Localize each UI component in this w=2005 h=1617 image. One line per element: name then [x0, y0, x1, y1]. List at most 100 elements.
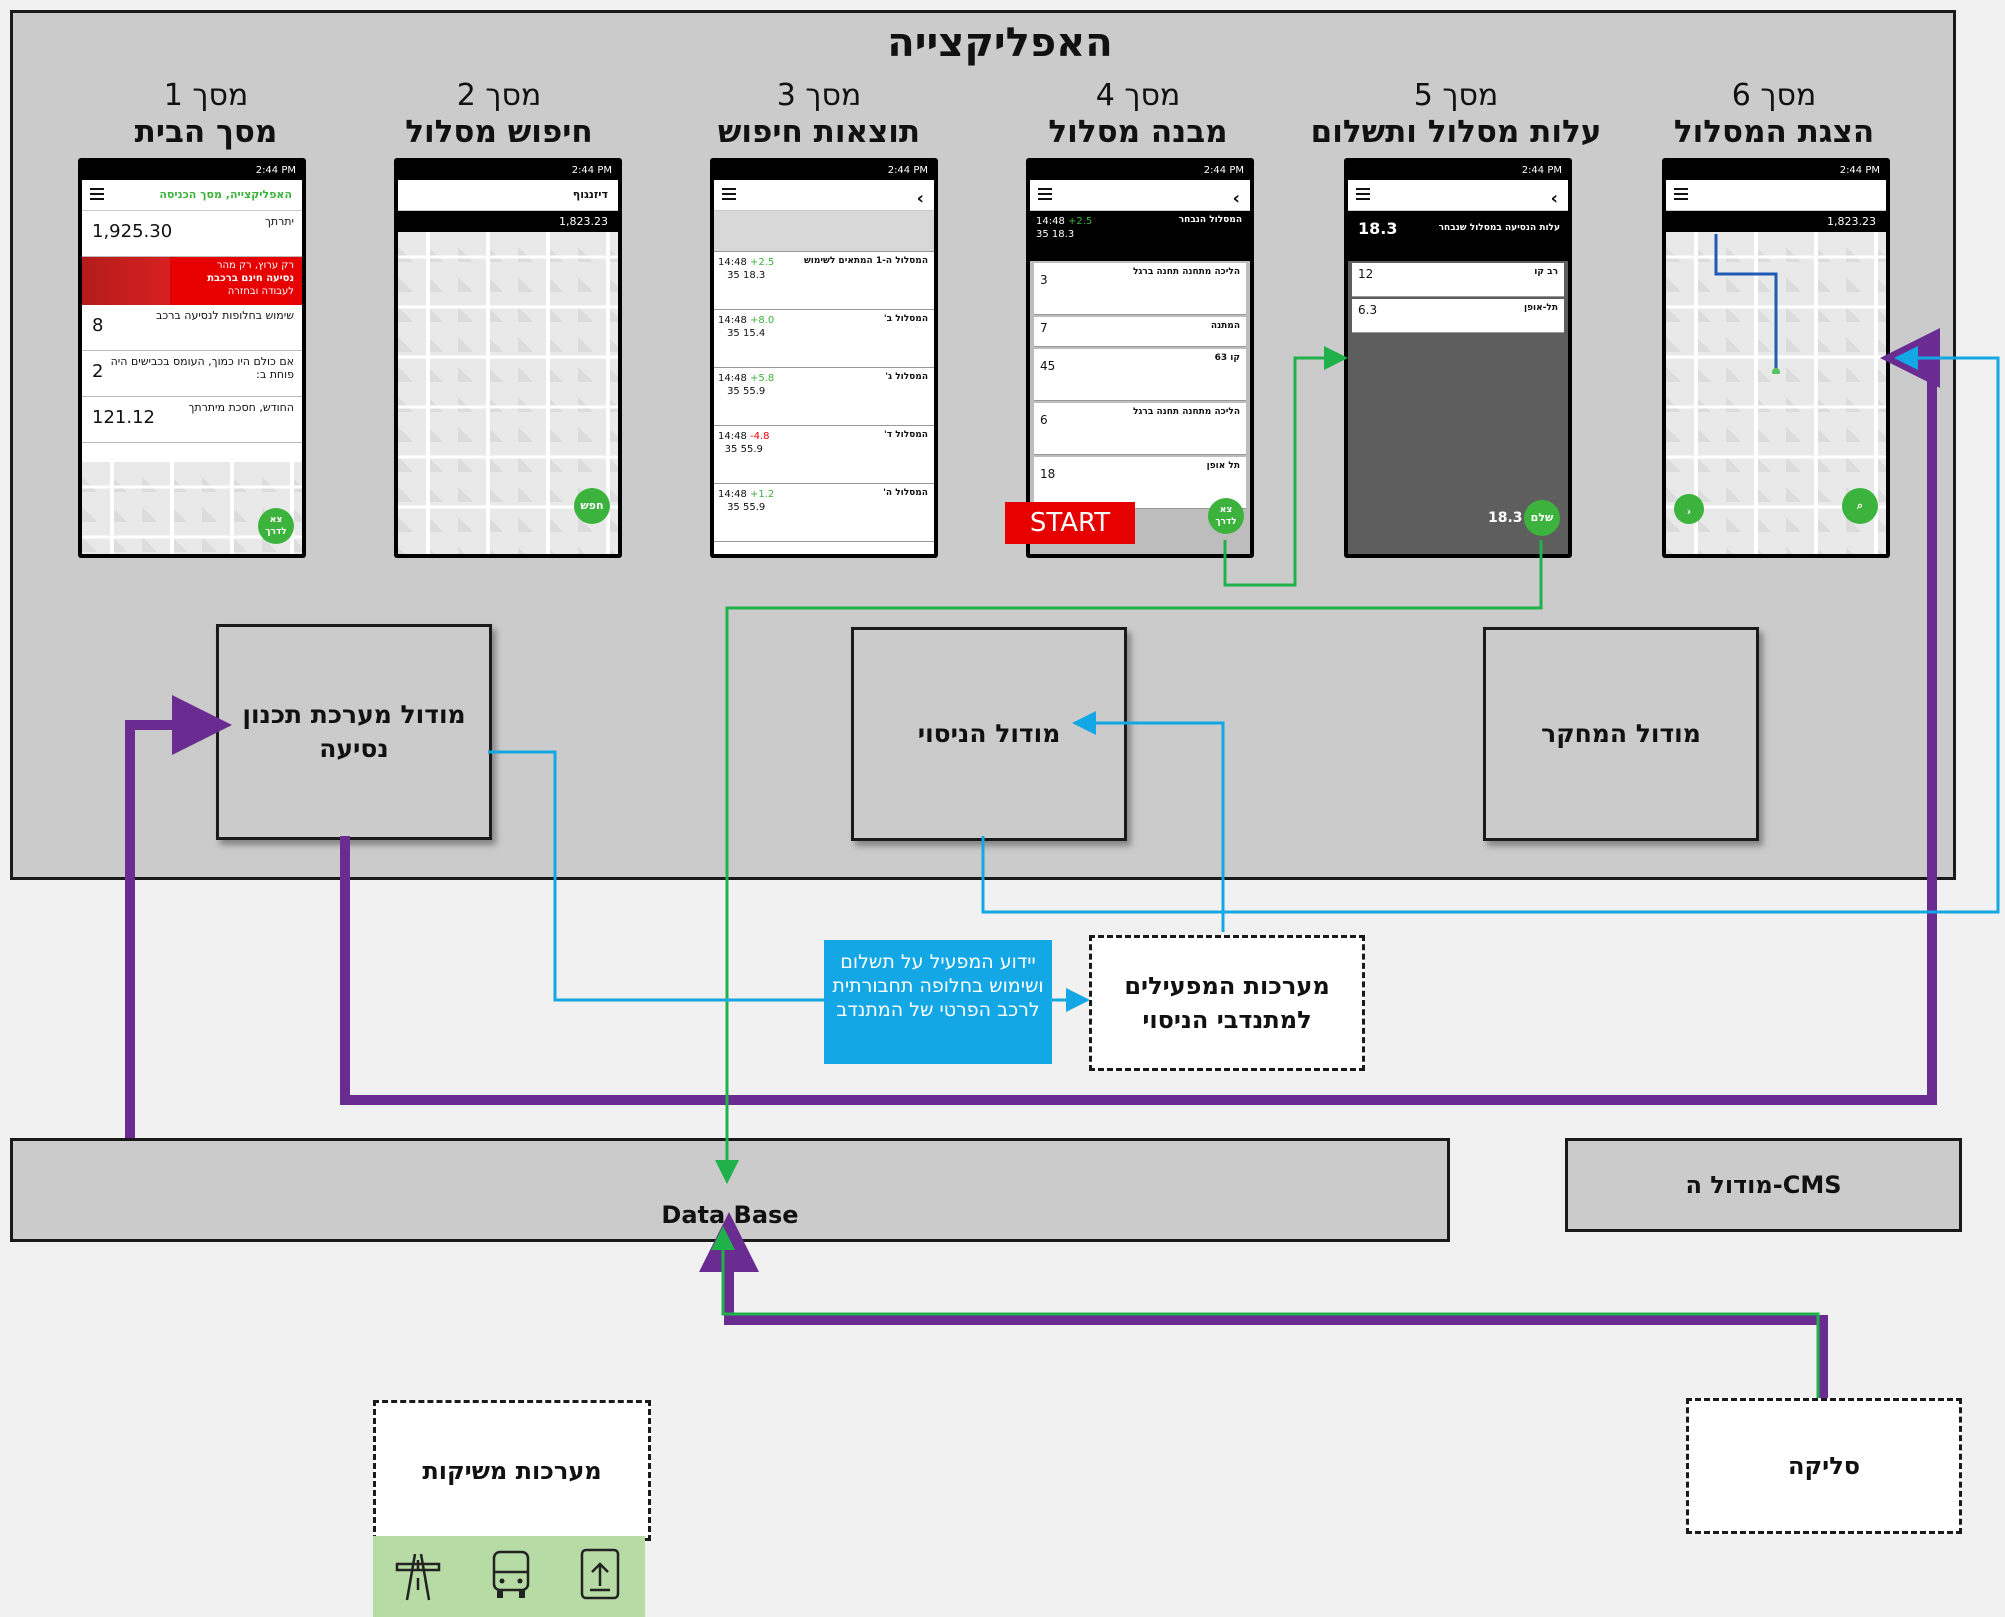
- phone-screen-3: 2:44 PM › המסלול ה-1 המתאים לשימוש 14:48…: [710, 158, 938, 558]
- go-button[interactable]: צא לדרך: [1208, 498, 1244, 534]
- status-bar: 2:44 PM: [714, 162, 934, 180]
- payment-item[interactable]: רב קו 12: [1352, 263, 1564, 297]
- screen-4-number: מסך 4: [1095, 78, 1181, 113]
- result-delta: -4.8: [750, 431, 770, 442]
- alternatives-row: שימוש בחלופות לנסיעה ברכב 8: [82, 305, 302, 351]
- traffic-value: 2: [92, 361, 104, 382]
- payment-topbar: ›: [1348, 180, 1568, 211]
- pay-button[interactable]: שלם: [1524, 500, 1560, 536]
- alternatives-value: 8: [92, 315, 104, 336]
- cms-module: מודול ה-CMS: [1565, 1138, 1962, 1232]
- result-title: המסלול ה-1 המתאים לשימוש: [803, 256, 928, 266]
- back-navigation-icon[interactable]: ‹: [1674, 494, 1704, 524]
- menu-icon[interactable]: [1356, 188, 1370, 200]
- phone-screen-6: 2:44 PM 1,823.23 ‹ ⌕: [1662, 158, 1890, 558]
- screen-1-name: מסך הבית: [134, 114, 278, 150]
- status-bar: 2:44 PM: [1348, 162, 1568, 180]
- route-delta: +2.5: [1068, 216, 1093, 227]
- traffic-label: אם כולם היו כמוך, העומס בכבישים היה פוחת…: [110, 355, 294, 381]
- savings-label: החודש, חסכת מיתרתך: [188, 401, 294, 414]
- alternatives-label: שימוש בחלופות לנסיעה ברכב: [156, 309, 294, 322]
- map-view[interactable]: [398, 232, 618, 554]
- menu-icon[interactable]: [1038, 188, 1052, 200]
- chevron-right-icon[interactable]: ›: [916, 188, 924, 209]
- trip-planning-module: מודול מערכת תכנון נסיעה: [216, 624, 492, 840]
- green-screen4-to-screen5: [1223, 346, 1348, 587]
- phone-screen-1: 2:44 PM האפליקצייה, מסך הכניסה יתרתך 1,9…: [78, 158, 306, 558]
- research-module: מודול המחקר: [1483, 627, 1759, 841]
- structure-topbar: ›: [1030, 180, 1250, 211]
- search-button[interactable]: חפש: [574, 488, 610, 524]
- route-price: 18.3: [1051, 229, 1075, 240]
- purple-planning-to-screen6: [340, 328, 1940, 1105]
- balance-bar: 1,823.23: [398, 211, 618, 233]
- search-icon[interactable]: ⌕: [1842, 488, 1878, 524]
- step-label: קו 63: [1214, 353, 1240, 363]
- search-bar[interactable]: דיזנגוף: [398, 180, 618, 211]
- result-time: 14:48: [718, 315, 747, 326]
- menu-icon[interactable]: [722, 188, 736, 200]
- mode-filter-tabs[interactable]: [714, 211, 934, 252]
- bus-icon: [492, 1550, 530, 1598]
- result-title: המסלול ב': [883, 314, 928, 324]
- start-badge: START: [1005, 502, 1135, 544]
- menu-icon[interactable]: [90, 188, 104, 200]
- cost-header: עלות הנסיעה במסלול שנבחר 18.3: [1348, 211, 1568, 261]
- result-price: 15.4: [742, 328, 766, 339]
- result-minutes: 35: [727, 328, 740, 339]
- chevron-right-icon[interactable]: ›: [1550, 188, 1558, 209]
- status-bar: 2:44 PM: [1030, 162, 1250, 180]
- status-bar: 2:44 PM: [1666, 162, 1886, 180]
- step-minutes: 7: [1040, 321, 1048, 335]
- app-title: האפליקצייה: [887, 20, 1113, 66]
- route-step[interactable]: הליכה מתחנה תחנה ברגל 6: [1034, 403, 1246, 455]
- step-minutes: 6: [1040, 413, 1048, 427]
- step-label: הליכה מתחנה תחנה ברגל: [1132, 407, 1240, 417]
- banner-line-2: נסיעה חינם ברכבת: [207, 273, 294, 284]
- result-time: 14:48: [718, 373, 747, 384]
- result-delta: +5.8: [750, 373, 775, 384]
- balance-value: 1,823.23: [1827, 215, 1876, 228]
- go-button[interactable]: צא לדרך: [258, 508, 294, 544]
- chevron-right-icon[interactable]: ›: [1232, 188, 1240, 209]
- result-title: המסלול ה': [883, 488, 928, 498]
- menu-icon[interactable]: [1674, 188, 1688, 200]
- cost-total: 18.3: [1358, 219, 1398, 238]
- promo-banner[interactable]: רק ערוץ, רק מהר נסיעה חינם ברכבת לעבודה …: [82, 257, 302, 305]
- result-time: 14:48: [718, 489, 747, 500]
- result-title: המסלול ד': [884, 430, 928, 440]
- route-step[interactable]: המתנה 7: [1034, 317, 1246, 347]
- payment-item-label: תל-אופן: [1524, 303, 1558, 313]
- step-label: המתנה: [1210, 321, 1240, 331]
- green-clearing-to-db: [711, 1226, 1820, 1398]
- screen-2-name: חיפוש מסלול: [405, 114, 593, 150]
- search-input[interactable]: דיזנגוף: [572, 188, 608, 201]
- balance-value: 1,925.30: [92, 221, 173, 242]
- step-label: הליכה מתחנה תחנה ברגל: [1132, 267, 1240, 277]
- result-time: 14:48: [718, 257, 747, 268]
- savings-value: 121.12: [92, 407, 155, 428]
- selected-route-values: 14:48 +2.5 35 18.3: [1036, 215, 1092, 241]
- route-topbar: [1666, 180, 1886, 211]
- payment-item-label: רב קו: [1534, 267, 1558, 277]
- route-step[interactable]: הליכה מתחנה תחנה ברגל 3: [1034, 263, 1246, 315]
- balance-label: יתרתך: [264, 215, 294, 228]
- traffic-row: אם כולם היו כמוך, העומס בכבישים היה פוחת…: [82, 351, 302, 397]
- operators-systems: מערכות המפעילים למתנדבי הניסוי: [1089, 935, 1365, 1071]
- payment-item-price: 12: [1358, 267, 1374, 281]
- result-minutes: 35: [724, 444, 738, 455]
- step-minutes: 3: [1040, 273, 1048, 287]
- result-price: 55.9: [742, 386, 766, 397]
- result-price: 55.9: [742, 502, 766, 513]
